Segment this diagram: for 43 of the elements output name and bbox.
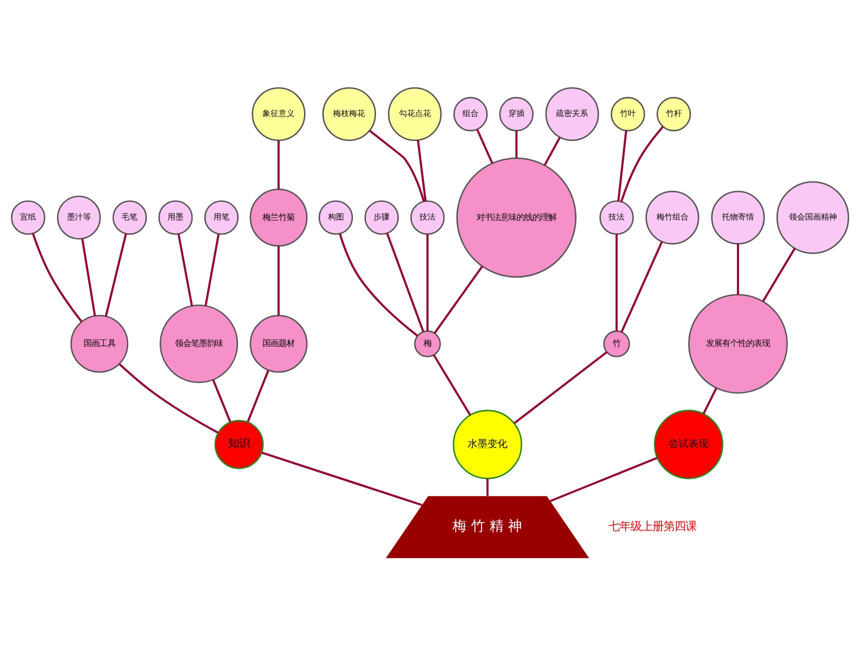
connector [368,129,425,202]
connector [550,456,658,502]
connector [702,387,718,414]
node-circle: 梅兰竹菊 [250,188,308,246]
node-circle: 对书法意味的线的理解 [456,157,577,278]
connector [416,140,427,201]
connector [426,234,429,330]
connector [736,244,740,294]
connector [118,362,219,434]
connector [246,369,270,422]
connector [432,354,472,416]
connector [261,451,422,506]
connector [544,136,561,165]
node-circle: 国画题材 [250,314,308,372]
connector [81,238,96,316]
connector [278,245,280,315]
node-circle: 发展有个性的表现 [688,294,788,394]
connector [338,232,418,336]
connector [617,130,628,201]
node-circle: 国画工具 [70,314,128,372]
node-circle: 尝试表现 [654,409,724,479]
connector [762,247,796,302]
connector [620,126,664,202]
label: 七年级上册第四课 [608,519,697,532]
connector [32,232,83,322]
connector [515,130,518,158]
connector [204,233,220,306]
connector [514,350,608,424]
connector [616,234,618,330]
connector [177,233,193,306]
node-circle: 竹 [603,330,630,357]
node-circle: 知识 [214,419,264,469]
connector [104,233,127,316]
connector [620,240,663,332]
connector [386,232,424,332]
connector [278,140,280,189]
node-circle: 梅 [414,330,441,357]
node-circle: 领会笔墨韵味 [160,304,238,383]
connector [476,128,494,164]
connector [212,379,232,422]
connector [434,265,484,334]
node-circle: 水墨变化 [452,409,522,479]
connector [486,478,489,496]
